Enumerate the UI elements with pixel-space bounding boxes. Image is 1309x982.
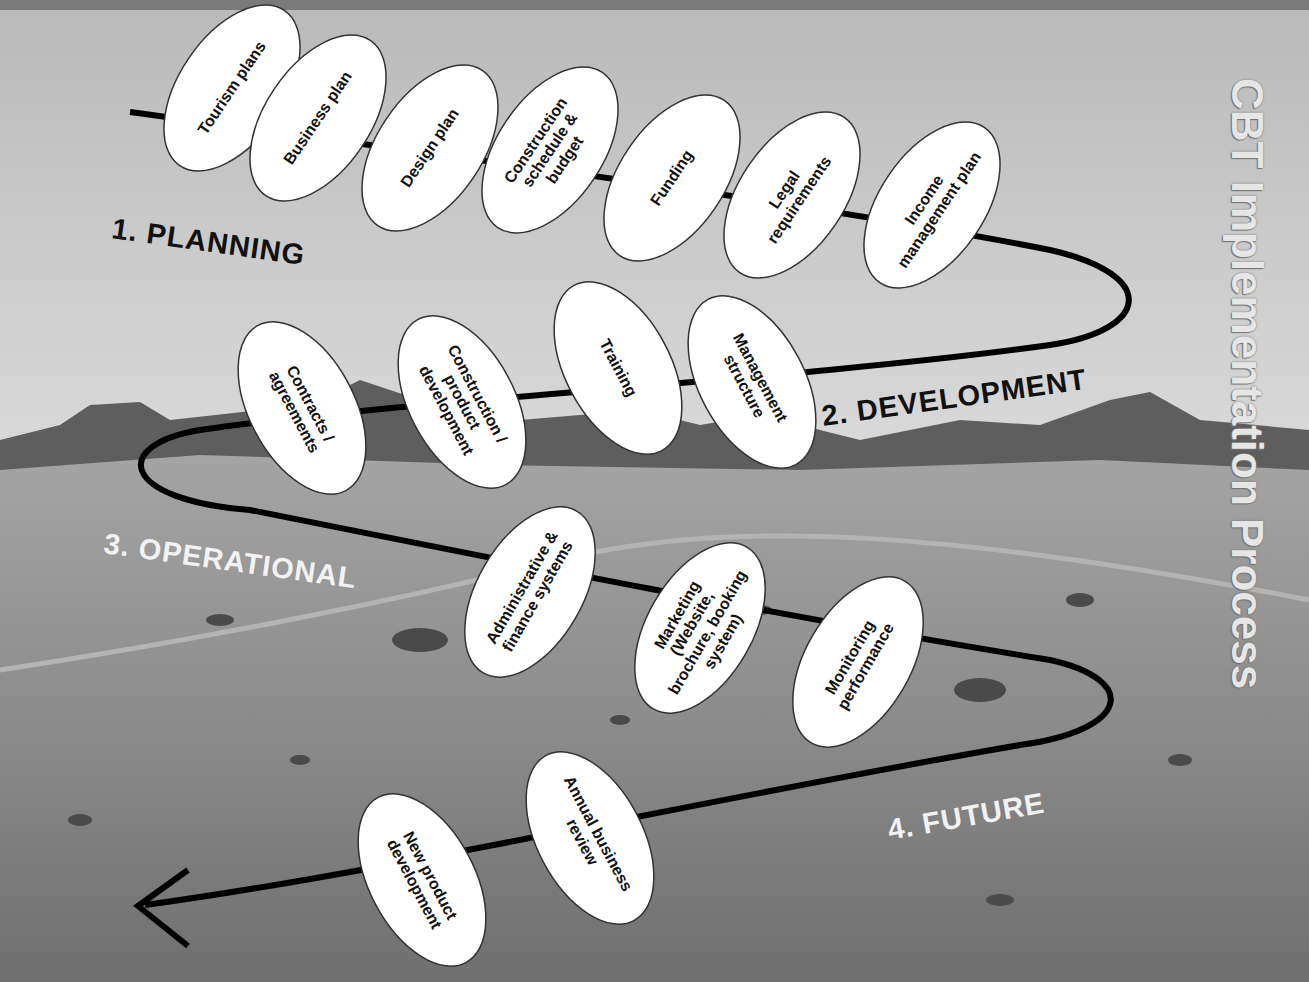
- ground: [0, 455, 1309, 982]
- diagram-title: CBT Implementation Process: [1222, 78, 1272, 689]
- arrow-head: [138, 870, 188, 946]
- top-band: [0, 0, 1309, 10]
